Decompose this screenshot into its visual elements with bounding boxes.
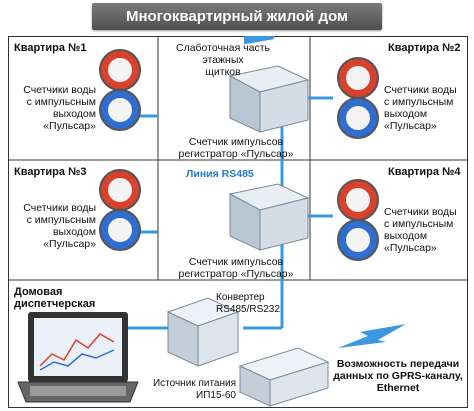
power-supply-device [238, 347, 330, 407]
meters-apt2 [337, 57, 379, 139]
title-bar: Многоквартирный жилой дом [0, 0, 474, 32]
converter-device [166, 297, 240, 367]
apartment-2-label: Квартира №2 [388, 42, 461, 54]
diagram-canvas [8, 36, 468, 408]
registrar-device-top [228, 36, 310, 133]
apartment-3-label: Квартира №3 [14, 166, 87, 178]
meters-apt1 [99, 49, 141, 131]
page-title: Многоквартирный жилой дом [91, 2, 383, 30]
meters-apt4 [337, 179, 379, 261]
laptop-icon [17, 312, 139, 403]
apartment-4-label: Квартира №4 [388, 166, 461, 178]
grid-lines [8, 36, 468, 408]
gprs-arrow-icon [338, 324, 406, 348]
registrar-device-middle [228, 183, 310, 251]
line-rs485-label: Линия RS485 [186, 168, 254, 180]
apartment-1-label: Квартира №1 [14, 42, 87, 54]
diagram-area: Квартира №1 Квартира №2 Квартира №3 Квар… [8, 36, 468, 408]
meters-apt3 [99, 169, 141, 251]
